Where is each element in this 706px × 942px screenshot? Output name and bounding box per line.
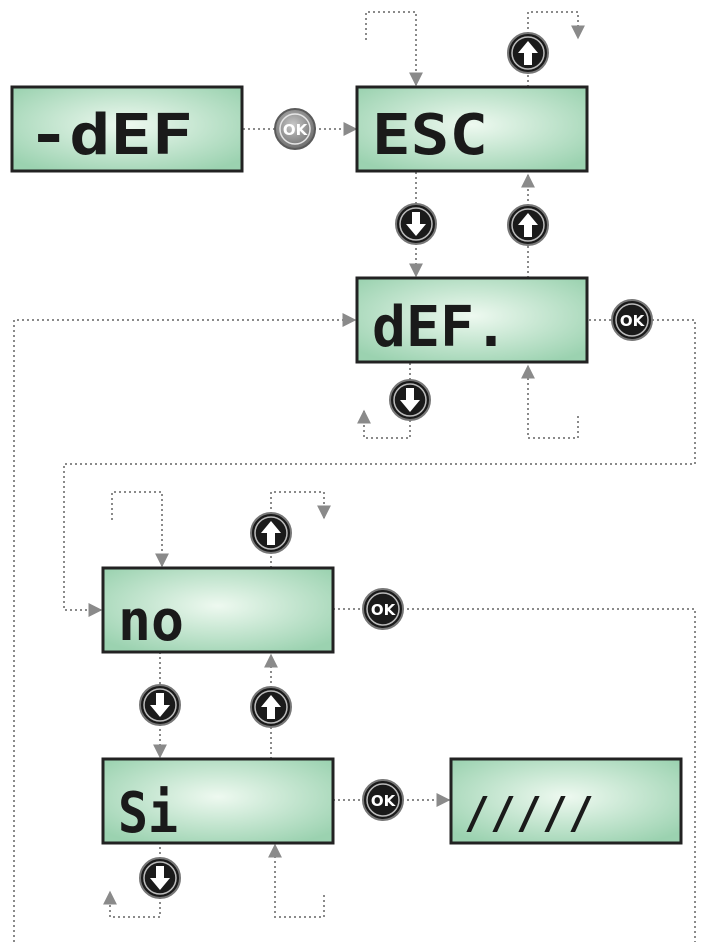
up-button-esc[interactable] — [507, 204, 549, 246]
arrow-up-icon — [518, 41, 538, 65]
lcd-def-entry-text: -dEF — [28, 103, 193, 168]
lcd-def-entry: -dEF — [10, 85, 244, 173]
arrow-down-icon — [406, 212, 426, 236]
up-button-si[interactable] — [250, 686, 292, 728]
connector-up-out-no — [270, 491, 331, 520]
up-button-top-esc[interactable] — [507, 32, 549, 74]
arrow-down-icon — [400, 388, 420, 412]
down-button-def-confirm[interactable] — [389, 379, 431, 421]
lcd-def-confirm: dEF. — [355, 276, 589, 364]
connector-loop-up-defconfirm — [521, 364, 579, 439]
ok-button-def-confirm[interactable]: OK — [611, 299, 653, 341]
lcd-esc-text: ESC — [372, 103, 488, 168]
ok-button-no[interactable]: OK — [362, 588, 404, 630]
lcd-no: no — [101, 566, 335, 654]
down-button-no[interactable] — [139, 684, 181, 726]
lcd-si: Si — [101, 757, 335, 846]
ok-label: OK — [371, 601, 397, 619]
connector-loop-up-si — [268, 843, 325, 918]
ok-button-def-entry[interactable]: OK — [274, 108, 316, 150]
ok-label: OK — [283, 121, 309, 139]
connector-loop-into-esc — [365, 11, 423, 87]
lcd-no-text: no — [118, 589, 184, 654]
ok-label: OK — [620, 312, 646, 330]
connector-ok-to-no — [63, 319, 696, 617]
connector-up-out-esc — [527, 11, 585, 40]
ok-button-si[interactable]: OK — [362, 779, 404, 821]
ok-label: OK — [371, 792, 397, 810]
lcd-def-confirm-text: dEF. — [372, 295, 508, 360]
down-button-si[interactable] — [139, 857, 181, 899]
connectors — [13, 11, 696, 942]
connector-left-return — [13, 313, 357, 942]
up-button-top-no[interactable] — [250, 512, 292, 554]
arrow-down-icon — [150, 866, 170, 890]
connector-down-loop-si — [103, 890, 161, 918]
arrow-down-icon — [150, 693, 170, 717]
lcd-esc: ESC — [355, 85, 589, 173]
lcd-progress: ///// — [449, 757, 683, 845]
connector-down-loop-defconfirm — [357, 409, 411, 439]
arrow-up-icon — [261, 521, 281, 545]
connector-ok-right-down — [402, 608, 696, 942]
lcd-si-text: Si — [118, 781, 178, 846]
lcd-progress-text: ///// — [464, 788, 594, 839]
connector-loop-into-no — [111, 491, 169, 568]
arrow-up-icon — [518, 213, 538, 237]
arrow-up-icon — [261, 695, 281, 719]
down-button-esc[interactable] — [395, 203, 437, 245]
